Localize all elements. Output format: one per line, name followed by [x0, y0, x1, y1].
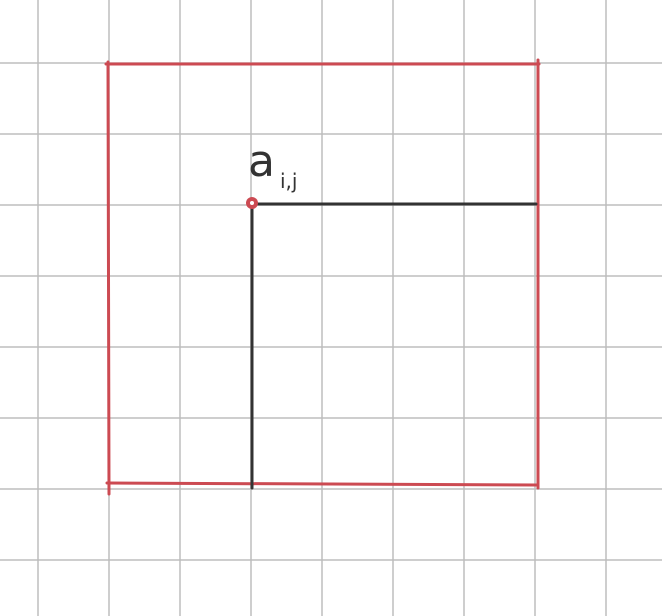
square-left-edge: [106, 60, 111, 496]
red-square: [104, 58, 541, 496]
point-label: a i,j: [248, 136, 297, 193]
submatrix-lines: [250, 202, 538, 490]
square-bottom-edge: [105, 481, 539, 487]
point-label-main: a: [248, 136, 275, 187]
point-aij: [246, 197, 258, 209]
point-label-subscript: i,j: [280, 169, 297, 193]
point-marker-center: [250, 201, 254, 205]
